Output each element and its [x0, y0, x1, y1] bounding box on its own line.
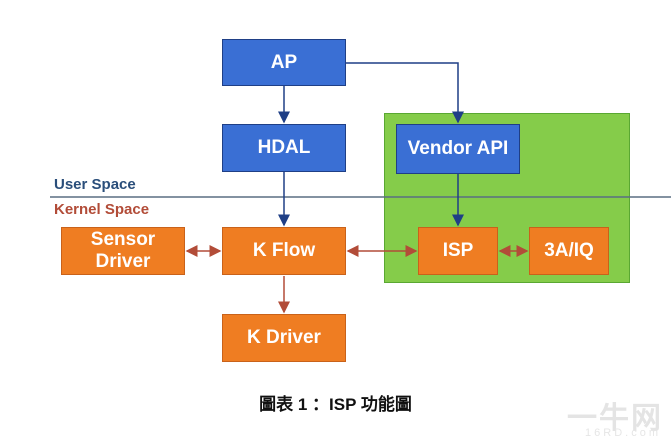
- node-k-driver-label: K Driver: [247, 327, 321, 348]
- figure-caption: 圖表 1 ：ISP 功能圖: [259, 395, 412, 414]
- watermark-logo: 一牛网: [567, 402, 663, 435]
- user-space-label: User Space: [54, 176, 136, 193]
- node-sensor-driver: Sensor Driver: [61, 227, 185, 275]
- node-isp-label: ISP: [442, 240, 474, 261]
- node-k-flow: K Flow: [222, 227, 346, 275]
- edge-ap-vendor-api: [346, 62, 464, 124]
- node-hdal: HDAL: [222, 124, 346, 172]
- node-sensor-driver-line1: Sensor: [90, 229, 156, 250]
- node-isp: ISP: [418, 227, 498, 275]
- watermark-url: 16RD.com: [585, 427, 661, 439]
- node-k-driver: K Driver: [222, 314, 346, 362]
- node-3a-iq: 3A/IQ: [529, 227, 609, 275]
- node-sensor-driver-line2: Driver: [95, 251, 151, 272]
- node-3a-iq-label: 3A/IQ: [544, 240, 594, 261]
- node-vendor-api: Vendor API: [396, 124, 520, 174]
- kernel-space-label: Kernel Space: [54, 201, 150, 218]
- node-k-flow-label: K Flow: [252, 240, 316, 261]
- node-vendor-api-label: Vendor API: [407, 138, 509, 159]
- node-ap: AP: [222, 39, 346, 86]
- node-hdal-label: HDAL: [257, 137, 311, 158]
- node-ap-label: AP: [270, 51, 298, 73]
